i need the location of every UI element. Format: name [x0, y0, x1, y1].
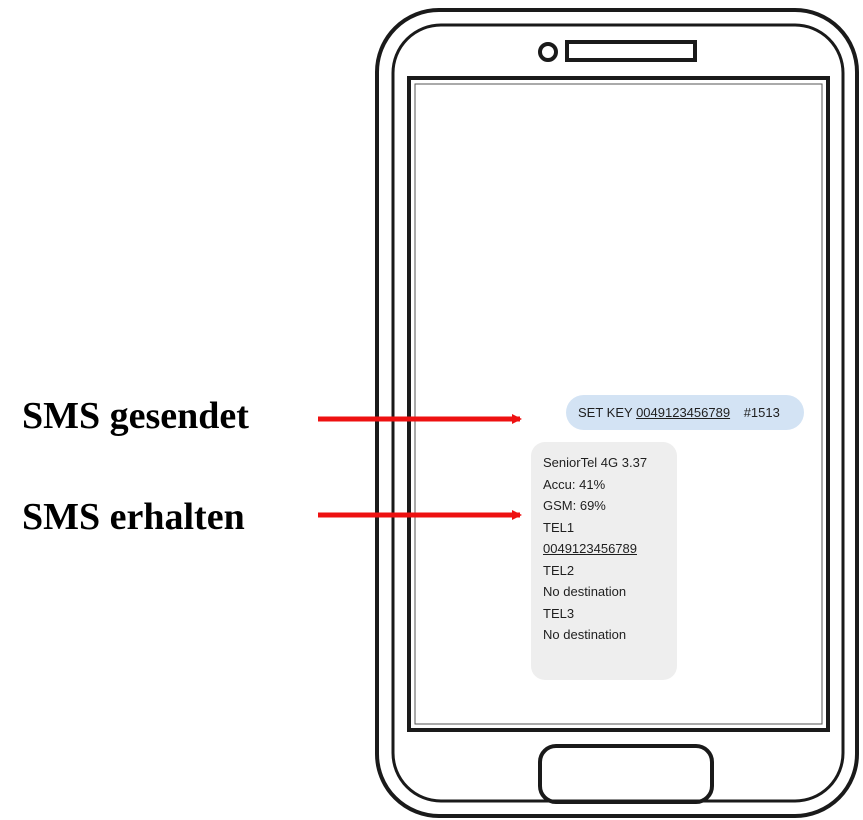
- phone-body: [375, 8, 859, 818]
- received-line-tel1: TEL1: [543, 519, 575, 535]
- label-sms-sent: SMS gesendet: [22, 395, 249, 437]
- received-line-accu: Accu: 41%: [543, 476, 606, 492]
- received-line-tel3: TEL3: [543, 605, 575, 621]
- sent-message-prefix: SET KEY: [578, 405, 633, 420]
- received-line-firmware: SeniorTel 4G 3.37: [543, 455, 648, 470]
- sent-message-code: #1513: [743, 405, 780, 420]
- received-line-tel1-number-link[interactable]: 0049123456789: [543, 541, 637, 556]
- label-sms-received: SMS erhalten: [22, 496, 245, 538]
- received-message-bubble[interactable]: SeniorTel 4G 3.37 Accu: 41% GSM: 69% TEL…: [531, 442, 677, 680]
- speaker-grille: [565, 40, 697, 62]
- received-line-tel2: TEL2: [543, 562, 575, 578]
- phone-screen: [407, 76, 830, 732]
- received-line-tel2-value: No destination: [543, 584, 627, 599]
- sent-message-bubble[interactable]: SET KEY 0049123456789 #1513: [566, 395, 804, 430]
- sent-message-number-link[interactable]: 0049123456789: [636, 405, 731, 420]
- camera-icon: [538, 42, 558, 62]
- home-button: [538, 744, 714, 804]
- received-line-tel3-value: No destination: [543, 627, 627, 642]
- received-line-gsm: GSM: 69%: [543, 498, 606, 513]
- phone-screen-inner: [414, 83, 823, 725]
